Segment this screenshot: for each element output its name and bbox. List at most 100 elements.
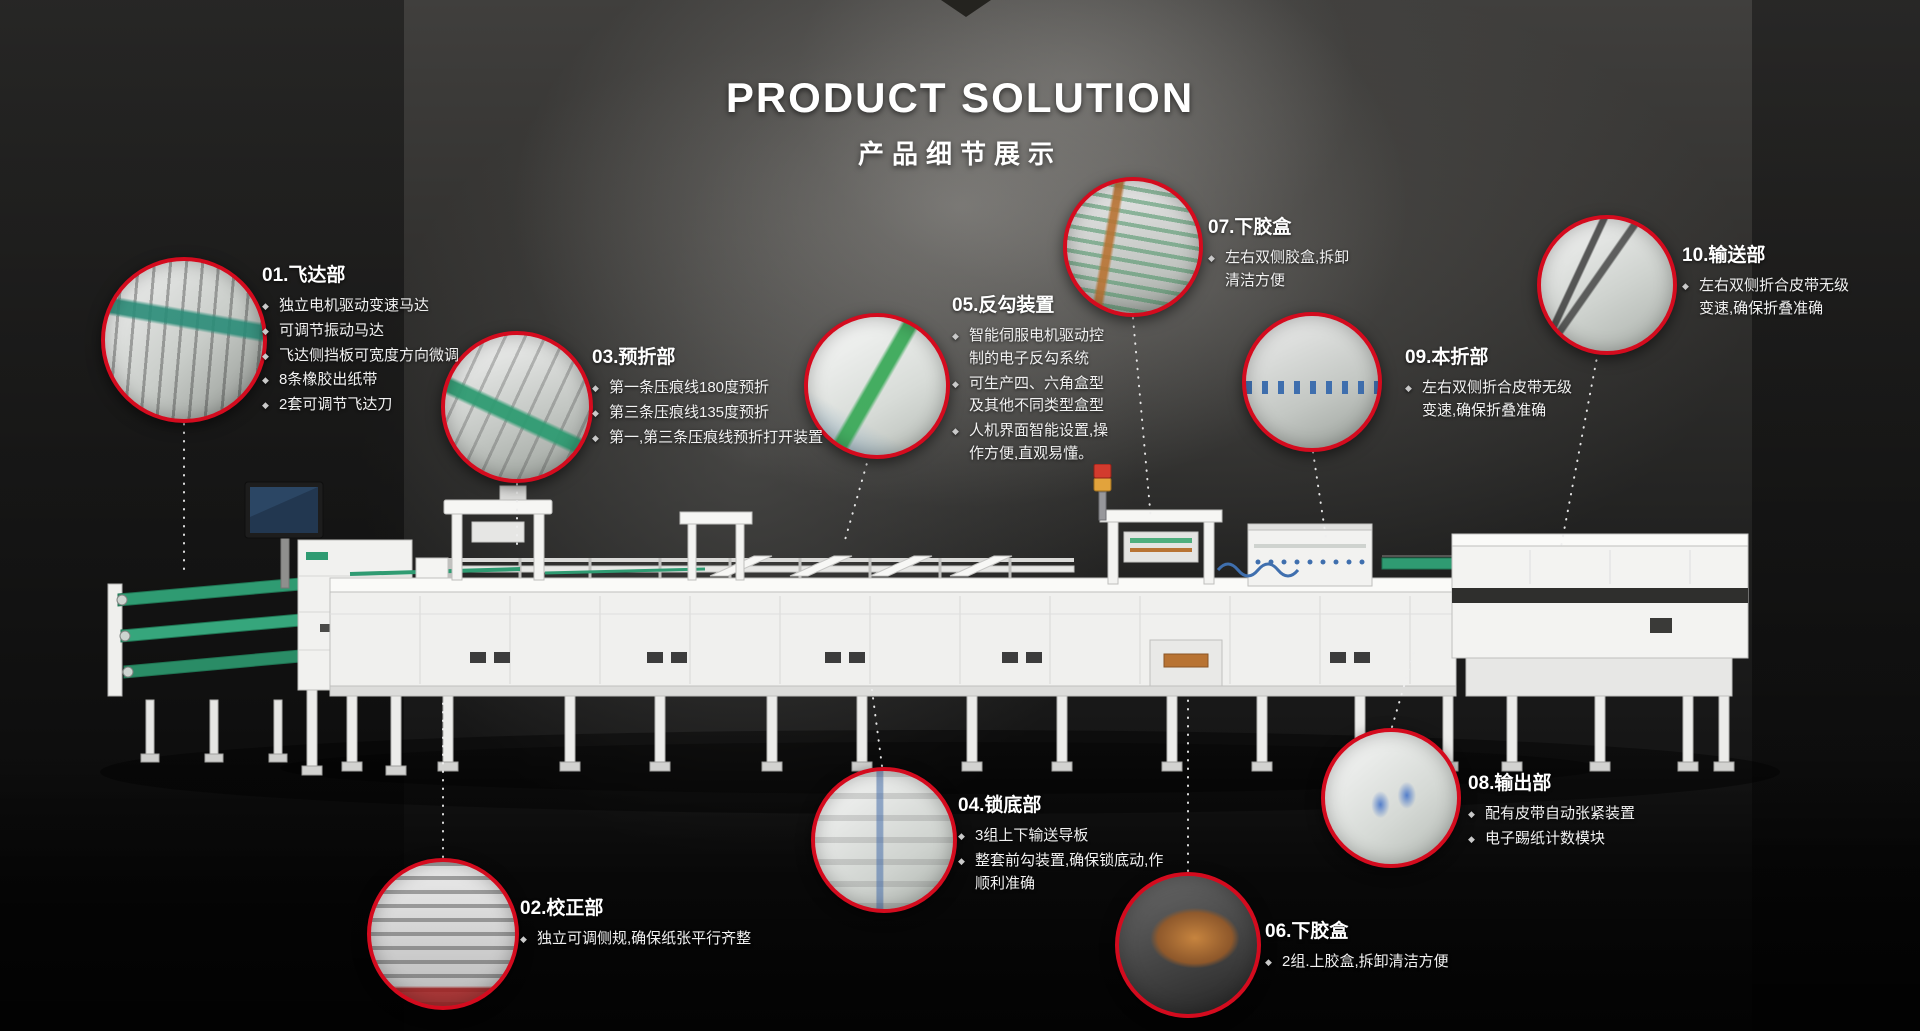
folding-plates xyxy=(709,555,1013,577)
diamond-bullet-icon: ◆ xyxy=(952,378,959,389)
callout-circle-upper-glue-box xyxy=(1063,177,1203,317)
background-floor-shade xyxy=(0,751,1920,1031)
callout-title: 09.本折部 xyxy=(1405,347,1489,368)
feature-item: ◆人机界面智能设置,操作方便,直观易懂。 xyxy=(952,422,1109,462)
diamond-bullet-icon: ◆ xyxy=(520,934,527,944)
callout-circle-main-fold xyxy=(1242,312,1382,452)
diamond-bullet-icon: ◆ xyxy=(1468,833,1475,844)
feature-item: ◆第三条压痕线135度预折 xyxy=(592,403,770,421)
signal-tower-icon xyxy=(1093,459,1112,521)
top-ribbon-notch-icon xyxy=(941,0,991,17)
feature-item: ◆左右双侧胶盒,拆卸清洁方便 xyxy=(1208,249,1350,289)
diamond-bullet-icon: ◆ xyxy=(262,375,269,386)
callout-text-prefold: 03.预折部 ◆第一条压痕线180度预折 ◆第三条压痕线135度预折 ◆第一,第… xyxy=(592,342,850,451)
diamond-bullet-icon: ◆ xyxy=(952,331,959,341)
prefold-gantry xyxy=(443,485,553,581)
callout-feature-list: ◆左右双侧折合皮带无级变速,确保折叠准确 xyxy=(1405,377,1575,423)
callout-circle-feeder xyxy=(101,257,267,423)
glue-wheel-unit xyxy=(1216,562,1300,578)
diamond-bullet-icon: ◆ xyxy=(1208,253,1215,263)
callout-circle-output xyxy=(1321,728,1461,868)
press-belt xyxy=(1381,555,1461,570)
feature-item: ◆2组.上胶盒,拆卸清洁方便 xyxy=(1265,953,1449,970)
infeed-conveyor xyxy=(107,577,301,697)
callout-circle-correction xyxy=(367,858,519,1010)
feature-item: ◆电子踢纸计数模块 xyxy=(1468,829,1606,847)
feature-item: ◆独立电机驱动变速马达 xyxy=(262,297,430,314)
callout-feature-list: ◆独立电机驱动变速马达 ◆可调节振动马达 ◆飞达侧挡板可宽度方向微调 ◆8条橡胶… xyxy=(262,295,480,417)
callout-text-antihook: 05.反勾装置 ◆智能伺服电机驱动控制的电子反勾系统 ◆可生产四、六角盒型及其他… xyxy=(952,290,1114,468)
callout-circle-prefold xyxy=(441,331,593,483)
callout-feature-list: ◆3组上下输送导板 ◆整套前勾装置,确保锁底动,作顺利准确 xyxy=(958,825,1173,895)
leader-lines xyxy=(183,317,1599,872)
callout-feature-list: ◆左右双侧折合皮带无级变速,确保折叠准确 xyxy=(1682,275,1852,321)
callout-text-correction: 02.校正部 ◆独立可调侧规,确保纸张平行齐整 xyxy=(520,893,810,953)
callout-title: 05.反勾装置 xyxy=(952,295,1055,316)
callout-text-feeder: 01.飞达部 ◆独立电机驱动变速马达 ◆可调节振动马达 ◆飞达侧挡板可宽度方向微… xyxy=(262,260,480,419)
glue-bridge-unit xyxy=(1099,509,1223,585)
callout-feature-list: ◆2组.上胶盒,拆卸清洁方便 xyxy=(1265,951,1525,974)
callout-feature-list: ◆智能伺服电机驱动控制的电子反勾系统 ◆可生产四、六角盒型及其他不同类型盒型 ◆… xyxy=(952,325,1114,466)
callout-text-lock-bottom: 04.锁底部 ◆3组上下输送导板 ◆整套前勾装置,确保锁底动,作顺利准确 xyxy=(958,790,1173,897)
callout-title: 04.锁底部 xyxy=(958,795,1042,816)
mid-gantry xyxy=(679,511,753,581)
diamond-bullet-icon: ◆ xyxy=(958,855,965,866)
diamond-bullet-icon: ◆ xyxy=(1682,281,1689,291)
callout-circle-antihook xyxy=(804,313,950,459)
diamond-bullet-icon: ◆ xyxy=(958,831,965,841)
feature-item: ◆左右双侧折合皮带无级变速,确保折叠准确 xyxy=(1405,379,1573,419)
diamond-bullet-icon: ◆ xyxy=(1468,809,1475,819)
feature-item: ◆可生产四、六角盒型及其他不同类型盒型 xyxy=(952,374,1105,415)
feature-item: ◆8条橡胶出纸带 xyxy=(262,371,378,389)
callout-feature-list: ◆独立可调侧规,确保纸张平行齐整 xyxy=(520,928,810,951)
diamond-bullet-icon: ◆ xyxy=(592,407,599,418)
callout-text-output: 08.输出部 ◆配有皮带自动张紧装置 ◆电子踢纸计数模块 xyxy=(1468,768,1703,853)
underdeck-glue-box xyxy=(1149,639,1223,687)
callout-title: 01.飞达部 xyxy=(262,265,346,286)
feature-item: ◆3组上下输送导板 xyxy=(958,827,1089,844)
diamond-bullet-icon: ◆ xyxy=(262,400,269,411)
diamond-bullet-icon: ◆ xyxy=(262,350,269,361)
feature-item: ◆左右双侧折合皮带无级变速,确保折叠准确 xyxy=(1682,277,1850,317)
callout-title: 07.下胶盒 xyxy=(1208,217,1292,238)
callout-circle-lock-bottom xyxy=(811,767,957,913)
feature-item: ◆2套可调节飞达刀 xyxy=(262,396,393,414)
control-monitor xyxy=(244,481,324,589)
feature-item: ◆第一条压痕线180度预折 xyxy=(592,379,770,396)
callout-title: 02.校正部 xyxy=(520,898,604,919)
diamond-bullet-icon: ◆ xyxy=(262,325,269,336)
diamond-bullet-icon: ◆ xyxy=(592,432,599,443)
diamond-bullet-icon: ◆ xyxy=(1265,957,1272,967)
feature-item: ◆整套前勾装置,确保锁底动,作顺利准确 xyxy=(958,851,1164,892)
page-subtitle: 产品细节展示 xyxy=(857,139,1062,169)
callout-feature-list: ◆配有皮带自动张紧装置 ◆电子踢纸计数模块 xyxy=(1468,803,1703,851)
callout-feature-list: ◆左右双侧胶盒,拆卸清洁方便 xyxy=(1208,247,1356,293)
callout-circle-lower-glue-box xyxy=(1115,872,1261,1018)
diamond-bullet-icon: ◆ xyxy=(592,383,599,393)
page-title: PRODUCT SOLUTION xyxy=(725,74,1195,121)
callout-text-main-fold: 09.本折部 ◆左右双侧折合皮带无级变速,确保折叠准确 xyxy=(1405,342,1575,425)
delivery-section xyxy=(1451,533,1749,697)
fold-belt-unit xyxy=(1247,523,1373,587)
callout-title: 10.输送部 xyxy=(1682,245,1766,266)
feature-item: ◆可调节振动马达 xyxy=(262,321,385,339)
feature-item: ◆智能伺服电机驱动控制的电子反勾系统 xyxy=(952,327,1105,367)
main-deck xyxy=(329,577,1457,697)
callout-text-upper-glue-box: 07.下胶盒 ◆左右双侧胶盒,拆卸清洁方便 xyxy=(1208,212,1356,295)
feature-item: ◆配有皮带自动张紧装置 xyxy=(1468,805,1636,822)
diamond-bullet-icon: ◆ xyxy=(262,301,269,311)
callout-title: 03.预折部 xyxy=(592,347,676,368)
callout-text-lower-glue-box: 06.下胶盒 ◆2组.上胶盒,拆卸清洁方便 xyxy=(1265,916,1525,976)
diamond-bullet-icon: ◆ xyxy=(1405,383,1412,393)
diamond-bullet-icon: ◆ xyxy=(952,426,959,437)
callout-title: 08.输出部 xyxy=(1468,773,1552,794)
callout-title: 06.下胶盒 xyxy=(1265,921,1349,942)
callout-circle-conveying xyxy=(1537,215,1677,355)
section-header: PRODUCT SOLUTION 产品细节展示 xyxy=(0,74,1920,171)
operator-console xyxy=(415,557,449,579)
feature-item: ◆飞达侧挡板可宽度方向微调 xyxy=(262,346,460,364)
callout-text-conveying: 10.输送部 ◆左右双侧折合皮带无级变速,确保折叠准确 xyxy=(1682,240,1852,323)
feature-item: ◆第一,第三条压痕线预折打开装置 xyxy=(592,428,824,446)
